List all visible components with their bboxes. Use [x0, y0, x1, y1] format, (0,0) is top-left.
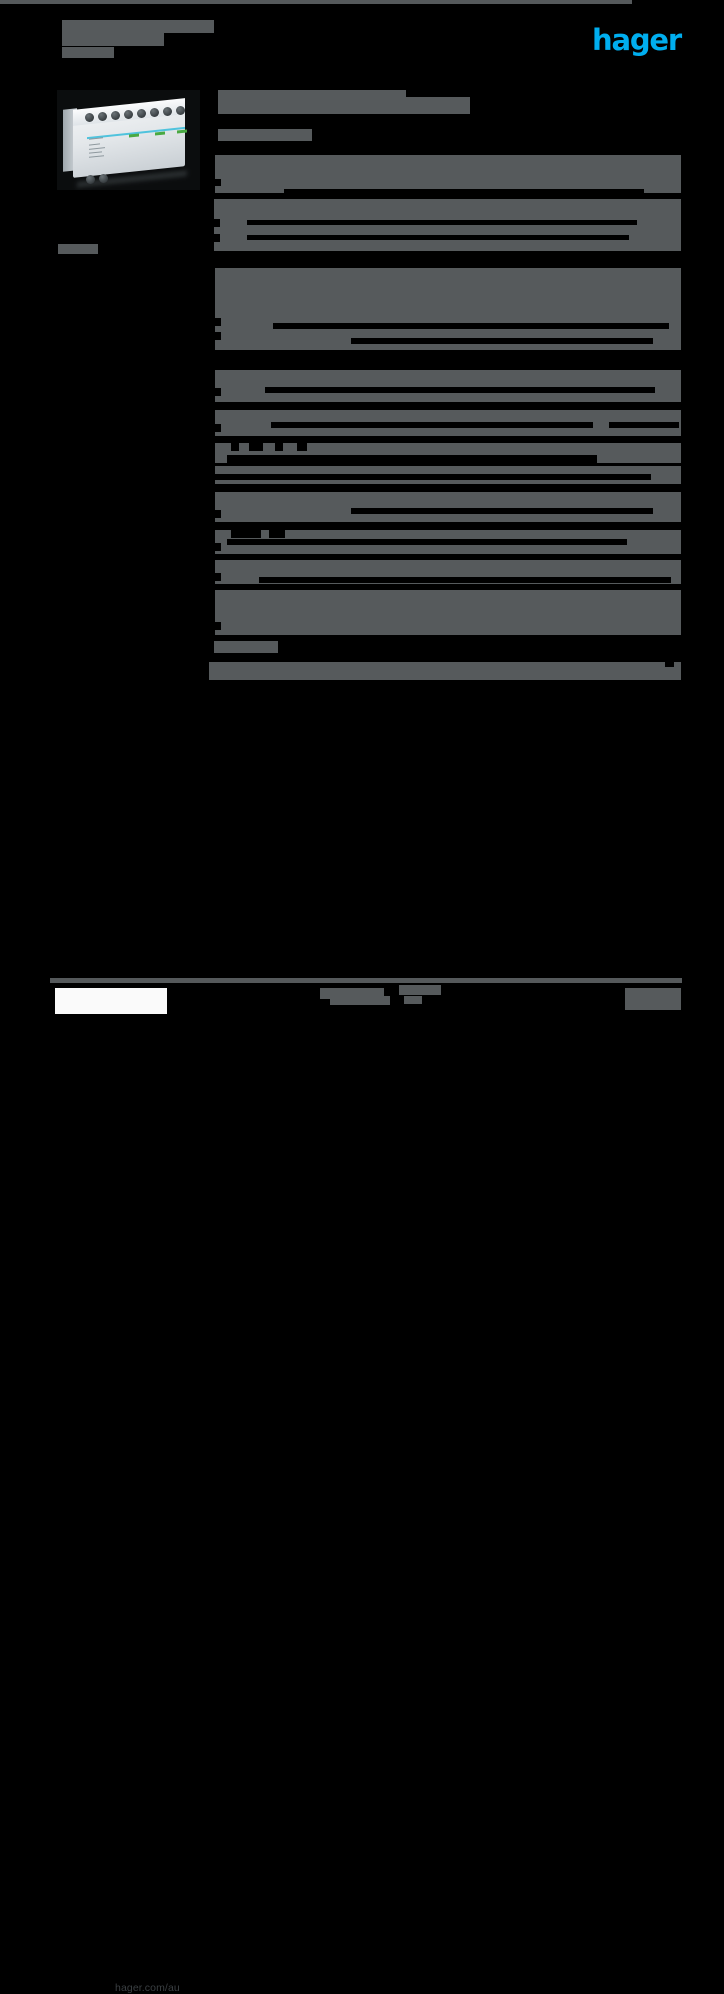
- row-value-underline: [247, 235, 629, 240]
- table-row: [209, 199, 681, 251]
- row-value-underline: [351, 508, 653, 514]
- row-key-gap: [209, 590, 215, 635]
- terminal: [150, 108, 159, 117]
- terminal: [111, 111, 120, 120]
- row-key-gap: [209, 410, 215, 436]
- symbol-notch: [231, 443, 239, 451]
- table-row: [209, 410, 681, 436]
- row-value-underline: [211, 474, 651, 480]
- table-row: [209, 155, 681, 193]
- terminal: [137, 109, 146, 118]
- footer-section-bar: [209, 662, 681, 680]
- row-value-underline: [609, 422, 679, 428]
- row-key-gap: [269, 530, 285, 538]
- row-key-gap: [209, 268, 215, 350]
- main-eyebrow: [218, 90, 406, 98]
- row-key-gap: [209, 424, 221, 432]
- page-title: [218, 97, 470, 114]
- row-key-gap: [209, 622, 221, 630]
- row-key-gap: [209, 234, 220, 242]
- table-row: [209, 370, 681, 402]
- footer-divider: [50, 978, 682, 983]
- footer-center-line4: [404, 996, 422, 1004]
- row-value-underline: [273, 323, 669, 329]
- header-subtitle: [62, 47, 114, 58]
- row-key-gap: [231, 530, 261, 538]
- sidebar-caption: [58, 244, 98, 254]
- row-key-gap: [209, 492, 215, 522]
- header-title-line2: [62, 33, 164, 46]
- footer-url-box[interactable]: hager.com/au: [55, 988, 180, 1994]
- row-value-underline: [351, 338, 653, 344]
- row-key-gap: [209, 318, 221, 326]
- row-value-underline: [284, 189, 644, 193]
- lower-terminal: [86, 175, 95, 184]
- footer-url-link[interactable]: hager.com/au: [115, 1982, 180, 1994]
- table-row: [209, 560, 681, 584]
- row-value-underline: [227, 455, 597, 463]
- terminal: [98, 112, 107, 121]
- table-row: [209, 268, 681, 350]
- row-key-gap: [209, 560, 215, 584]
- row-key-gap: [209, 332, 221, 340]
- terminal: [176, 106, 185, 115]
- table-row: [209, 466, 681, 484]
- footer-center-line3: [399, 985, 441, 995]
- footer-section-bar-notch: [665, 662, 674, 667]
- table-row: [209, 530, 681, 554]
- symbol-notch: [249, 443, 263, 451]
- device-indicator: [177, 129, 187, 134]
- row-key-gap: [209, 573, 221, 581]
- row-value-underline: [259, 577, 671, 583]
- hager-logo: hager: [592, 23, 682, 57]
- product-image: [57, 90, 200, 190]
- header-divider: [0, 0, 632, 4]
- section-label: [218, 129, 312, 141]
- footer-center-line2: [330, 996, 390, 1005]
- footer-section-heading: [214, 641, 278, 653]
- table-row-with-symbol: [209, 443, 681, 463]
- row-key-gap: [209, 443, 215, 463]
- row-key-gap: [209, 510, 221, 518]
- lower-terminal: [99, 174, 108, 183]
- footer-right-block: [625, 988, 681, 1010]
- symbol-notch: [275, 443, 283, 451]
- header-title-line1: [62, 20, 214, 33]
- row-key-gap: [209, 155, 215, 193]
- symbol-notch: [297, 443, 307, 451]
- row-key-gap: [209, 543, 221, 551]
- row-key-gap: [209, 219, 220, 227]
- table-row: [209, 590, 681, 635]
- table-row: [209, 492, 681, 522]
- row-value-underline: [265, 387, 655, 393]
- row-key-gap: [209, 388, 221, 396]
- terminal: [163, 107, 172, 116]
- terminal: [124, 110, 133, 119]
- row-key-gap: [209, 370, 215, 402]
- page-header: hager: [0, 0, 724, 58]
- terminal: [85, 113, 94, 122]
- row-value-underline: [271, 422, 593, 428]
- row-value-underline: [247, 220, 637, 225]
- row-key-gap: [209, 179, 221, 186]
- row-value-underline: [227, 539, 627, 545]
- footer-center-line1: [320, 988, 384, 999]
- row-key-gap: [209, 530, 215, 554]
